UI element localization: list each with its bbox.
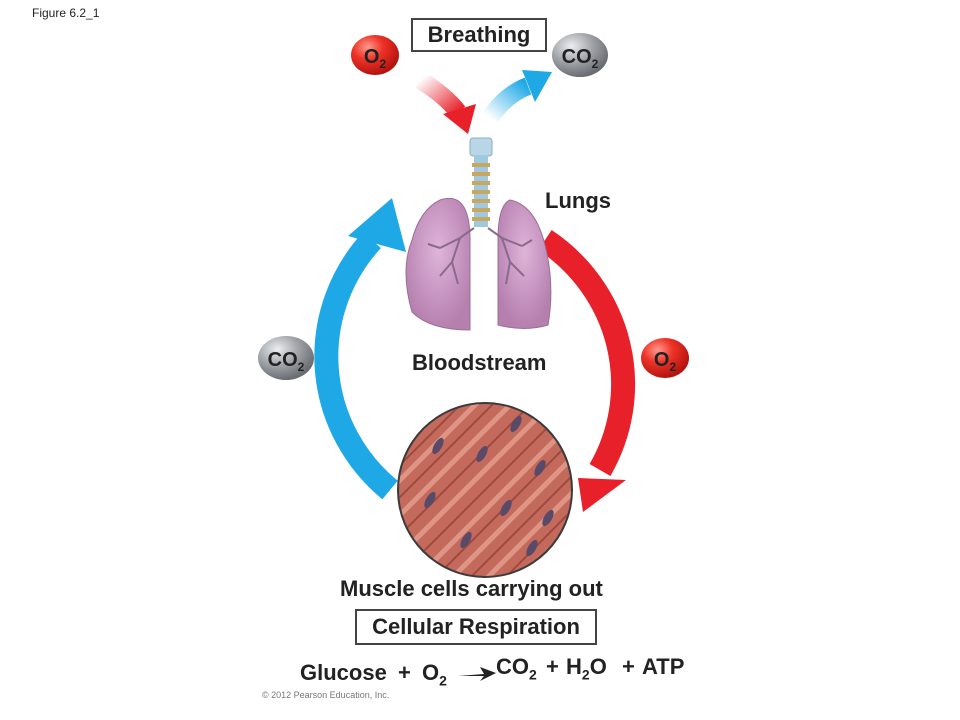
- muscle-tissue: [397, 402, 573, 578]
- lungs-label: Lungs: [545, 188, 611, 213]
- bloodstream-label: Bloodstream: [412, 350, 547, 375]
- o2-breathing-text: O2: [364, 46, 387, 71]
- exhale-arrowhead: [522, 70, 552, 102]
- lungs-illustration: [405, 198, 552, 331]
- co2-breathing-text: CO2: [562, 46, 599, 71]
- o2-blood-molecule: [641, 338, 689, 378]
- exhale-arrow: [482, 77, 532, 124]
- trachea: [469, 137, 493, 227]
- plus-symbol: +: [398, 660, 411, 685]
- left-lung: [405, 198, 471, 331]
- atp-term: ATP: [642, 654, 685, 679]
- inhale-arrow: [415, 72, 466, 118]
- o2-blood-arrowhead: [578, 478, 626, 512]
- co2-blood-text: CO2: [268, 349, 305, 374]
- inhale-arrowhead: [443, 104, 476, 134]
- plus-symbol-2: +: [546, 654, 559, 679]
- o2-term: O2: [422, 660, 447, 689]
- copyright-notice: © 2012 Pearson Education, Inc.: [262, 690, 390, 700]
- co2-term: CO2: [496, 654, 537, 683]
- breathing-box: Breathing: [411, 18, 547, 52]
- glucose-term: Glucose: [300, 660, 387, 685]
- o2-blood-arrow: [538, 230, 636, 476]
- muscle-label: Muscle cells carrying out: [340, 576, 603, 601]
- cellular-respiration-box: Cellular Respiration: [355, 609, 597, 645]
- reaction-arrow-icon: [458, 667, 496, 681]
- plus-symbol-3: +: [622, 654, 635, 679]
- figure-label: Figure 6.2_1: [32, 6, 100, 20]
- co2-blood-arrow: [314, 231, 398, 500]
- right-lung: [497, 199, 552, 329]
- co2-blood-molecule: [258, 336, 314, 380]
- co2-blood-arrowhead: [348, 198, 406, 252]
- o2-blood-text: O2: [654, 349, 677, 374]
- h2o-term: H2O: [566, 654, 607, 683]
- o2-breathing-molecule: [351, 35, 399, 75]
- co2-breathing-molecule: [552, 33, 608, 77]
